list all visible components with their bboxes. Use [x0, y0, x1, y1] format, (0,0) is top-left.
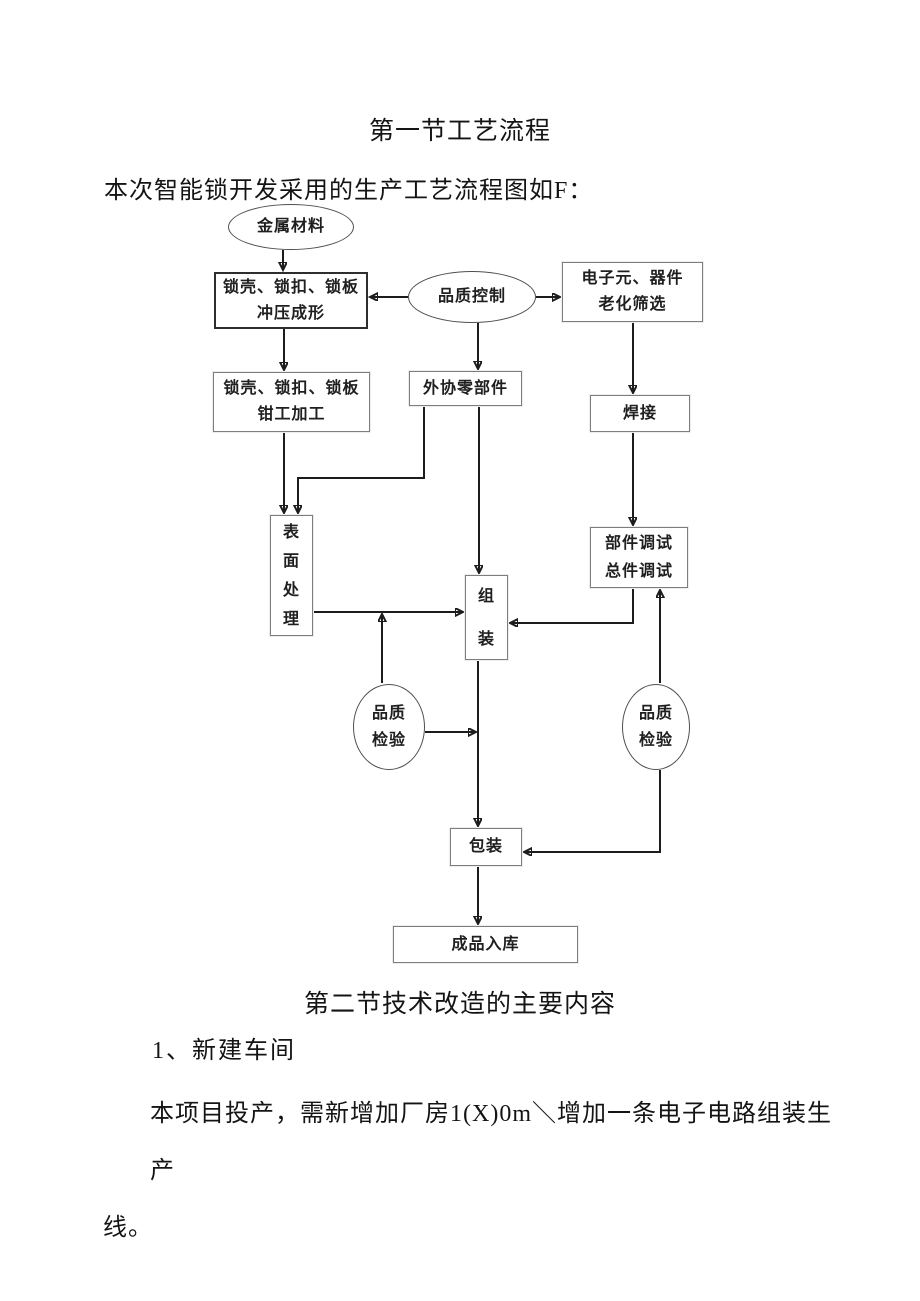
section1-title: 第一节工艺流程	[368, 118, 551, 145]
paragraph-line: 线。	[103, 1215, 153, 1241]
flow-node-quality-inspection-left: 品质 检验	[353, 684, 425, 770]
flow-node-outsourced-parts: 外协零部件	[409, 371, 522, 406]
paragraph-line: 本项目投产，需新增加厂房1(X)0m＼增加一条电子电路组装生产	[150, 1101, 832, 1184]
section1-intro-paragraph: 本次智能锁开发采用的生产工艺流程图如F：	[104, 178, 594, 204]
flow-node-electronic-aging-screening: 电子元、器件 老化筛选	[562, 262, 703, 322]
flow-node-finished-warehouse: 成品入库	[393, 926, 578, 963]
flow-node-stamping-forming: 锁壳、锁扣、锁板 冲压成形	[214, 272, 368, 329]
flow-node-quality-control: 品质控制	[408, 271, 536, 323]
flow-node-surface-treatment: 表 面 处 理	[270, 515, 313, 636]
flow-node-fitter-machining: 锁壳、锁扣、锁板 钳工加工	[213, 372, 370, 432]
arrow-outsourced-to-surface	[298, 406, 425, 512]
section2-item1: 1、新建车间	[152, 1038, 296, 1064]
flow-node-packaging: 包装	[450, 828, 522, 866]
arrow-debug-to-assembly	[511, 588, 634, 623]
section2-paragraph: 本项目投产，需新增加厂房1(X)0m＼增加一条电子电路组装生产 线。	[103, 1086, 833, 1257]
arrow-inspect-right-to-packaging	[525, 770, 661, 852]
flow-node-assembly: 组 装	[465, 575, 508, 660]
flow-node-metal-material: 金属材料	[228, 204, 354, 250]
flow-node-quality-inspection-right: 品质 检验	[622, 684, 690, 770]
flow-node-welding: 焊接	[590, 395, 690, 432]
section2-title: 第二节技术改造的主要内容	[303, 991, 616, 1018]
flow-node-component-debugging: 部件调试 总件调试	[590, 527, 688, 588]
